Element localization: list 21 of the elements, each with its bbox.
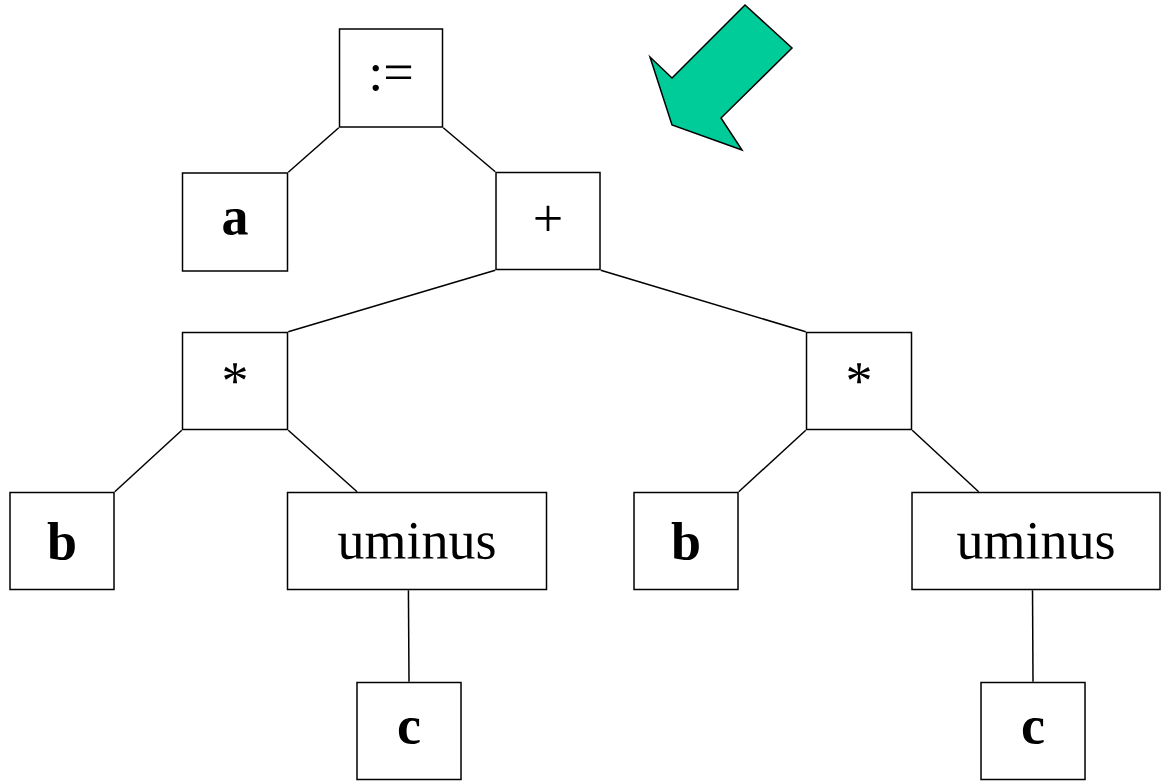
tree-node-box: c bbox=[356, 681, 462, 781]
tree-node-box: c bbox=[980, 681, 1086, 781]
tree-edge bbox=[442, 127, 496, 173]
tree-node-box: * bbox=[181, 331, 289, 431]
tree-edge bbox=[287, 127, 340, 173]
tree-edge bbox=[600, 269, 807, 333]
tree-node-box: b bbox=[633, 491, 739, 591]
tree-node-box: uminus bbox=[911, 491, 1161, 591]
tree-edge bbox=[114, 429, 183, 493]
tree-edge bbox=[738, 429, 807, 493]
tree-node-box: a bbox=[181, 172, 289, 272]
tree-node-box: b bbox=[9, 491, 115, 591]
tree-edge bbox=[911, 429, 980, 493]
tree-node-box: uminus bbox=[286, 491, 548, 591]
tree-edge bbox=[407, 589, 410, 683]
tree-node-box: * bbox=[805, 331, 913, 431]
tree-edge bbox=[287, 429, 358, 493]
tree-edge bbox=[287, 269, 496, 333]
tree-edge bbox=[1031, 589, 1034, 683]
tree-node-box: := bbox=[338, 28, 444, 128]
tree-node-box: + bbox=[495, 171, 601, 271]
